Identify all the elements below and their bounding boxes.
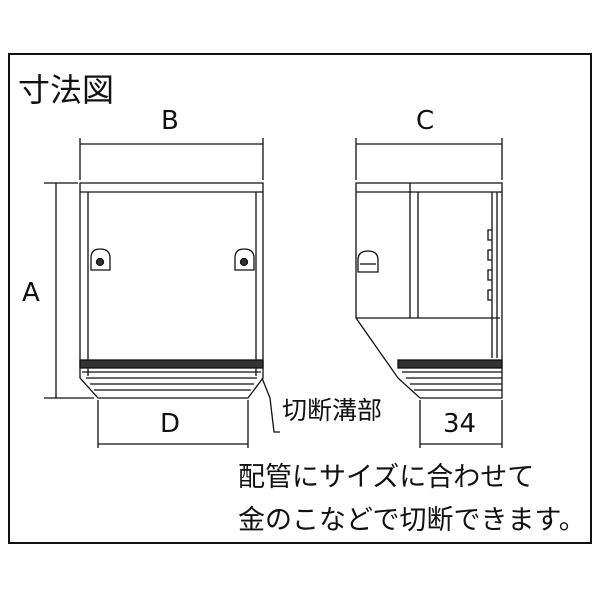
dimension-label-b: B [161, 106, 179, 136]
side-rail-teeth [487, 229, 492, 301]
diagram-title: 寸法図 [18, 71, 115, 109]
side-screw-icon [357, 250, 379, 273]
groove-callout-leader [261, 377, 280, 433]
groove-callout-label: 切断溝部 [282, 396, 383, 425]
screw-right-icon [234, 248, 255, 271]
note-line-1: 配管にサイズに合わせて [238, 462, 535, 493]
dimension-label-34: 34 [443, 409, 477, 439]
front-view [79, 182, 264, 399]
side-view [355, 182, 503, 399]
side-grooves [397, 359, 503, 391]
dimension-c-line [355, 138, 503, 180]
dimension-34-line [419, 400, 503, 448]
front-grooves [79, 359, 264, 391]
dimension-label-d: D [160, 409, 181, 439]
dimension-b-line [79, 138, 264, 180]
dimension-label-a: A [22, 278, 40, 308]
note-line-2: 金のこなどで切断できます。 [238, 505, 586, 536]
dimension-d-line [97, 400, 249, 448]
outer-frame [8, 53, 592, 544]
screw-left-icon [90, 248, 111, 271]
dimension-label-c: C [416, 106, 435, 136]
dimension-a-line [44, 182, 94, 399]
front-body-outline [79, 182, 264, 399]
